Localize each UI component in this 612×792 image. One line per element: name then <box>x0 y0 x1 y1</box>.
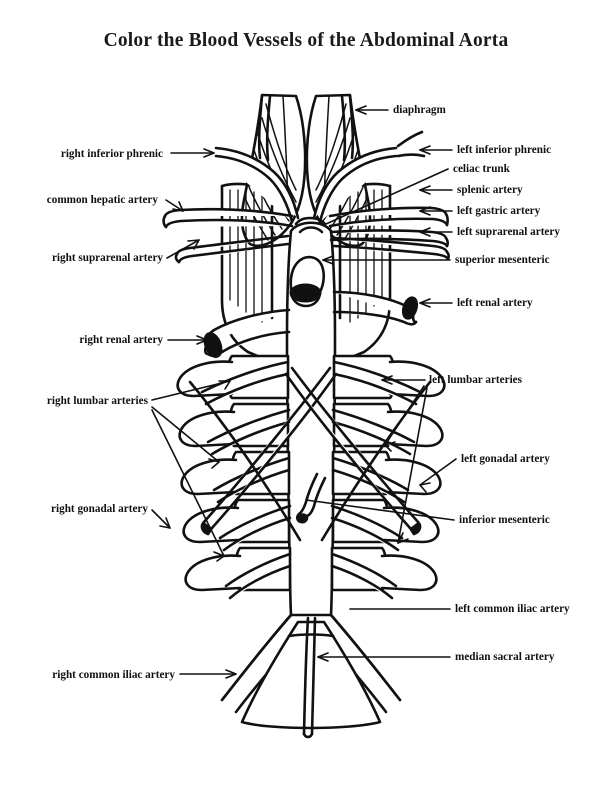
left-lumbar-arteries <box>330 360 422 600</box>
label-left-suprarenal-artery: left suprarenal artery <box>457 226 560 238</box>
label-median-sacral-artery: median sacral artery <box>455 651 555 663</box>
right-inferior-phrenic-artery <box>214 94 300 224</box>
sacrum <box>240 620 382 730</box>
label-common-hepatic-artery: common hepatic artery <box>46 194 158 206</box>
leader-lines-right <box>305 105 457 662</box>
left-renal-artery <box>332 290 419 326</box>
leader-inferior-mesenteric <box>305 499 455 521</box>
leader-left-lumbar-3 <box>397 387 428 544</box>
leader-lines-left <box>151 148 237 679</box>
label-left-lumbar-arteries: left lumbar arteries <box>429 374 522 386</box>
leader-right-lumbar-3 <box>151 409 225 557</box>
label-right-gonadal-artery: right gonadal artery <box>51 503 148 515</box>
leader-left-gonadal-artery <box>419 458 457 486</box>
label-right-renal-artery: right renal artery <box>79 334 163 346</box>
left-suprarenal-artery <box>332 236 450 261</box>
leader-right-lumbar-1 <box>151 380 231 401</box>
label-left-common-iliac-artery: left common iliac artery <box>455 603 570 615</box>
right-common-iliac-artery <box>220 613 293 702</box>
label-left-renal-artery: left renal artery <box>457 297 533 309</box>
label-right-suprarenal-artery: right suprarenal artery <box>51 252 163 264</box>
label-right-inferior-phrenic: right inferior phrenic <box>60 148 163 160</box>
label-left-gastric-artery: left gastric artery <box>457 205 541 217</box>
celiac-trunk <box>294 216 327 234</box>
label-celiac-trunk: celiac trunk <box>453 163 510 175</box>
label-diaphragm: diaphragm <box>393 104 446 116</box>
leader-right-suprarenal-artery <box>166 239 200 259</box>
lumbar-crossing-strands <box>188 380 432 542</box>
leader-right-gonadal-artery <box>151 509 171 529</box>
label-right-lumbar-arteries: right lumbar arteries <box>46 395 148 407</box>
inferior-mesenteric-artery <box>295 472 327 524</box>
label-right-common-iliac-artery: right common iliac artery <box>52 669 175 681</box>
superior-mesenteric-artery <box>289 255 326 308</box>
label-inferior-mesenteric: inferior mesenteric <box>459 514 550 526</box>
label-left-gonadal-artery: left gonadal artery <box>461 453 550 465</box>
left-common-iliac-artery <box>329 613 402 702</box>
left-inferior-phrenic-artery <box>312 94 426 224</box>
right-lumbar-arteries <box>200 360 292 600</box>
label-superior-mesenteric: superior mesenteric <box>455 254 550 266</box>
label-left-inferior-phrenic: left inferior phrenic <box>457 144 552 156</box>
leader-right-lumbar-2 <box>151 406 220 463</box>
leader-common-hepatic-artery <box>165 199 184 212</box>
left-gonadal-artery <box>284 366 422 536</box>
median-sacral-artery <box>302 616 317 739</box>
common-hepatic-artery <box>162 207 294 229</box>
label-splenic-artery: splenic artery <box>457 184 523 196</box>
right-gonadal-artery <box>200 366 338 536</box>
leader-left-lumbar-2 <box>384 385 425 446</box>
page-title: Color the Blood Vessels of the Abdominal… <box>103 30 509 51</box>
leader-celiac-trunk <box>325 168 449 225</box>
